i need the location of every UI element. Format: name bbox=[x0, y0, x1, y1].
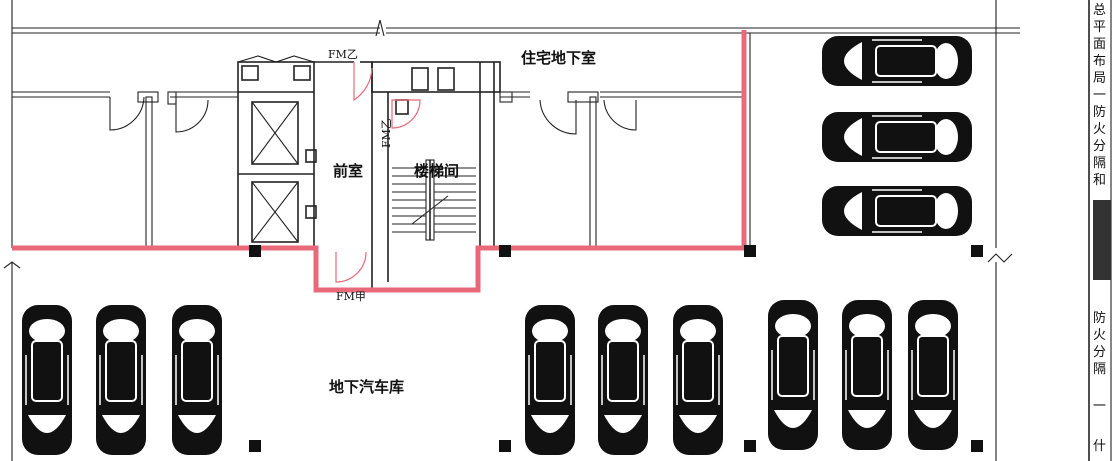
stair-block bbox=[371, 61, 501, 290]
car-icon bbox=[768, 300, 818, 450]
door-swing bbox=[175, 99, 209, 133]
label-garage: 地下汽车库 bbox=[329, 378, 404, 396]
stair-jamb bbox=[395, 99, 409, 115]
partition-cap bbox=[137, 91, 159, 103]
column bbox=[744, 245, 756, 257]
stair-pillar bbox=[411, 67, 429, 91]
car-icon bbox=[22, 305, 72, 455]
strip-char: 隔 bbox=[1093, 156, 1106, 171]
elevator-x bbox=[251, 101, 299, 165]
fire-separation-wall bbox=[12, 30, 747, 293]
column bbox=[249, 245, 261, 257]
pillar bbox=[241, 65, 259, 81]
structural-columns bbox=[249, 245, 983, 452]
label-door-fm-a: FM甲 bbox=[336, 290, 366, 303]
strip-char: 分 bbox=[1093, 345, 1106, 360]
outer-walls bbox=[3, 0, 1020, 461]
label-anteroom: 前室 bbox=[333, 162, 363, 180]
car-icon bbox=[822, 186, 972, 236]
partition-cap bbox=[567, 91, 599, 103]
label-basement: 住宅地下室 bbox=[521, 49, 596, 67]
car-icon bbox=[842, 300, 892, 450]
car-icon bbox=[673, 305, 723, 455]
stair-treads bbox=[392, 167, 476, 233]
label-door-fm-b: FM乙 bbox=[328, 48, 358, 61]
door-swing bbox=[603, 99, 637, 131]
door-swing bbox=[539, 99, 577, 135]
door-fm-a-swing bbox=[335, 251, 367, 283]
strip-char: 火 bbox=[1093, 328, 1106, 343]
strip-char: 一 bbox=[1093, 88, 1106, 103]
label-stair: 楼梯间 bbox=[414, 162, 459, 180]
car-icon bbox=[172, 305, 222, 455]
break-mark-left bbox=[3, 261, 21, 269]
strip-char: 局 bbox=[1093, 71, 1106, 86]
elevator-car-2 bbox=[251, 181, 299, 243]
elevator-shaft-outer bbox=[237, 61, 315, 249]
pillar bbox=[293, 65, 311, 81]
anteroom-walls bbox=[314, 61, 421, 283]
elevator-x bbox=[251, 181, 299, 243]
strip-char: 平 bbox=[1093, 20, 1106, 35]
strip-char: 总 bbox=[1093, 3, 1106, 18]
strip-char: 防 bbox=[1093, 310, 1106, 326]
strip-char: 防 bbox=[1093, 104, 1106, 120]
elevator-block bbox=[237, 55, 317, 249]
label-door-fm-b2: FM乙 bbox=[380, 118, 393, 148]
stair-handrail-box bbox=[425, 159, 435, 241]
corridor-walls bbox=[12, 91, 742, 248]
column bbox=[499, 440, 511, 452]
strip-char: 布 bbox=[1093, 54, 1106, 69]
elevator-door-jamb bbox=[305, 205, 317, 219]
strip-char: 一 bbox=[1093, 399, 1106, 414]
strip-char: 分 bbox=[1093, 139, 1106, 154]
strip-char: 隔 bbox=[1093, 362, 1106, 377]
partition bbox=[589, 96, 597, 248]
column bbox=[971, 440, 983, 452]
break-mark-right bbox=[987, 253, 1013, 263]
stair-cut-line bbox=[411, 195, 449, 225]
strip-char: 和 bbox=[1093, 173, 1106, 188]
elevator-roof bbox=[237, 55, 315, 63]
car-icon bbox=[598, 305, 648, 455]
break-mark-top bbox=[375, 19, 385, 37]
strip-char: 面 bbox=[1093, 37, 1106, 52]
car-icon bbox=[96, 305, 146, 455]
elevator-door-jamb bbox=[305, 149, 317, 163]
partition-cap bbox=[499, 91, 513, 103]
column bbox=[249, 440, 261, 452]
door-fm-b2-swing bbox=[391, 99, 421, 129]
partition-cap bbox=[167, 91, 177, 105]
car-icon bbox=[525, 305, 575, 455]
strip-char: 什 bbox=[1093, 439, 1106, 454]
partition bbox=[145, 96, 153, 248]
car-icon bbox=[908, 300, 958, 450]
car-icon bbox=[822, 112, 972, 162]
column bbox=[744, 440, 756, 452]
door-fm-b-swing bbox=[353, 62, 373, 102]
strip-char: 火 bbox=[1093, 122, 1106, 137]
column bbox=[499, 245, 511, 257]
column bbox=[971, 245, 983, 257]
door-swing bbox=[109, 96, 145, 131]
strip-dark-band bbox=[1093, 200, 1111, 280]
elevator-car-1 bbox=[251, 101, 299, 165]
stair-pillar bbox=[437, 67, 455, 91]
parking-cars bbox=[22, 36, 972, 455]
car-icon bbox=[822, 36, 972, 86]
